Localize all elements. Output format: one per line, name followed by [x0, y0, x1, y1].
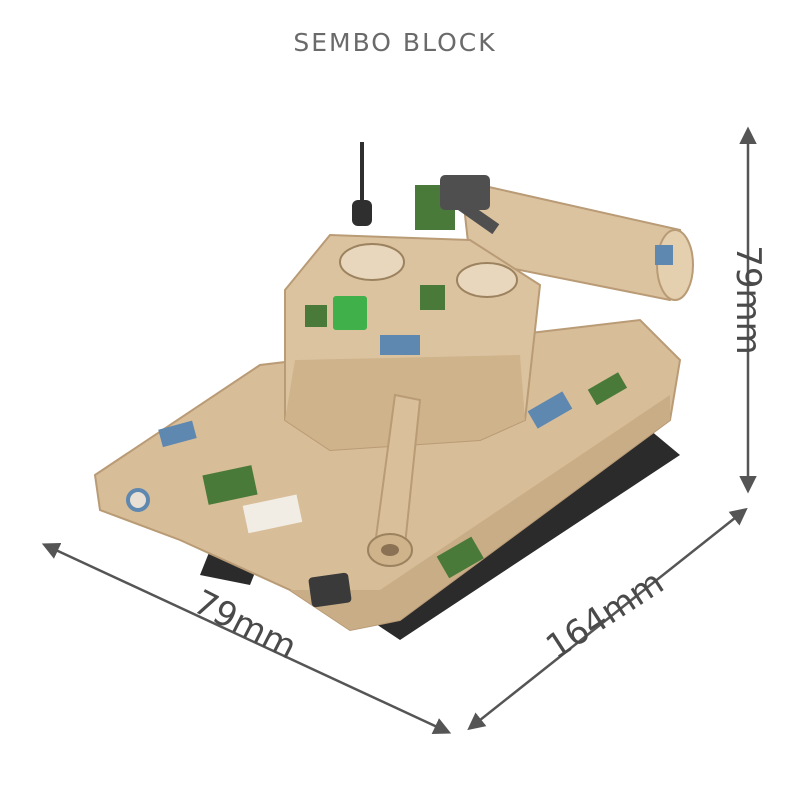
fuel-drums: [463, 183, 694, 302]
brand-title: SEMBO BLOCK: [293, 28, 497, 57]
camo-pattern: [158, 372, 628, 579]
length-arrow: [467, 507, 748, 731]
width-arrow: [41, 542, 452, 735]
antenna-and-mg: [352, 142, 500, 235]
main-gun: [367, 393, 422, 567]
height-dimension-label: 79mm: [728, 245, 768, 355]
